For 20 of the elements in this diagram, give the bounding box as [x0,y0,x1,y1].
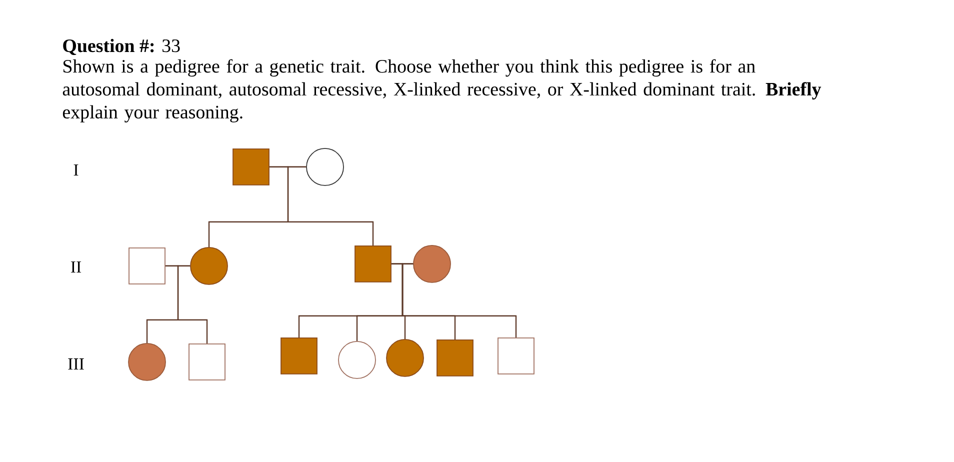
question-title: Question #: 33 [63,38,180,56]
square-symbol [280,338,318,374]
generation-label: I [74,164,78,176]
square-symbol [232,148,270,186]
square-symbol [498,338,534,374]
square-symbol [354,246,392,282]
square-symbol [436,340,474,376]
circle-symbol [386,339,424,377]
square-symbol [188,344,226,380]
square-symbol [128,248,166,284]
pedigree-line [177,265,208,344]
circle-symbol [413,245,451,283]
question-text: Shown is a pedigree for a genetic trait. Choose whether you think this pedigree is for an autosomal dominant, autosomal recessive, X-linked recessive, or X-linked dominant trait. Briefly explain your reasoning. [62,59,822,122]
circle-symbol [338,341,376,379]
circle-symbol [190,247,228,285]
generation-label: III [68,358,84,370]
circle-symbol [306,148,344,186]
circle-symbol [128,343,166,381]
generation-label: II [70,261,82,273]
pedigree-line [287,166,374,246]
